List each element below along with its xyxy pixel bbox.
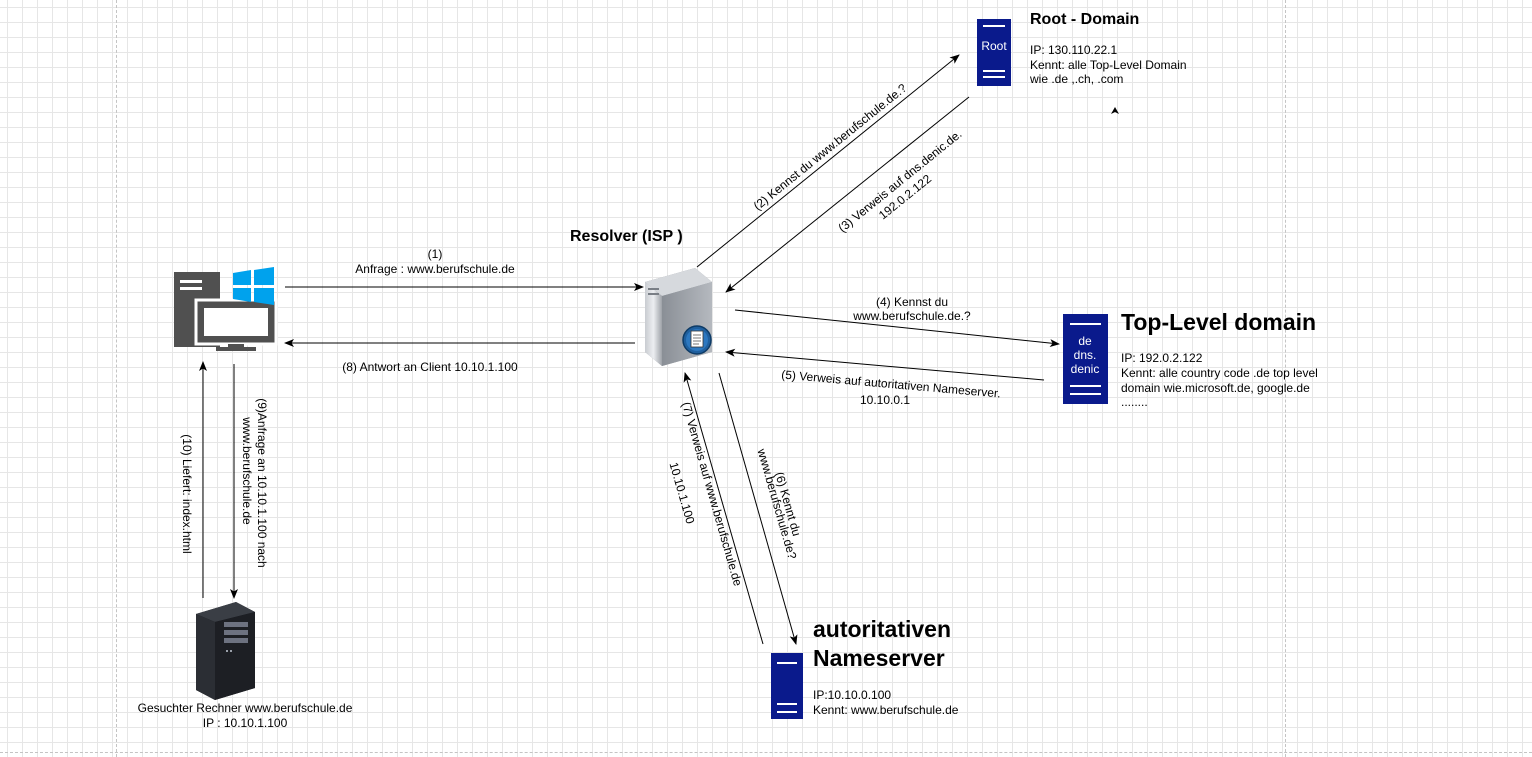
page-border-bottom bbox=[0, 752, 1532, 753]
arrow-2-resolver-to-root bbox=[696, 54, 960, 268]
step-8-label: (8) Antwort an Client 10.10.1.100 bbox=[342, 360, 518, 374]
auth-title-line-2: Nameserver bbox=[813, 645, 945, 671]
step-1-label-line-1: (1) bbox=[427, 247, 443, 261]
target-caption-line-1: Gesuchter Rechner www.berufschule.de bbox=[137, 701, 353, 715]
tld-ip: IP: 192.0.2.122 bbox=[1121, 351, 1203, 365]
root-info-line-2: wie .de ,.ch, .com bbox=[1030, 72, 1124, 86]
step-5-label-line-2: 10.10.0.1 bbox=[859, 393, 911, 407]
step-9-label-line-1: (9)Anfrage an 10.10.1.100 nach bbox=[255, 398, 269, 568]
resolver-title: Resolver (ISP ) bbox=[570, 228, 683, 245]
tld-info-line-3: ........ bbox=[1121, 395, 1148, 409]
step-4-label-line-2: www.berufschule.de.? bbox=[853, 309, 971, 323]
windows-logo-icon bbox=[233, 267, 274, 305]
page-border-left bbox=[116, 0, 117, 757]
step-1-label-line-2: Anfrage : www.berufschule.de bbox=[355, 262, 515, 276]
arrow-3-root-to-resolver bbox=[725, 96, 970, 293]
tld-server-icon: de dns. denic bbox=[1063, 314, 1108, 404]
arrow-6-resolver-to-auth bbox=[718, 372, 798, 645]
tld-info-line-2: domain wie.microsoft.de, google.de bbox=[1121, 381, 1310, 395]
root-server-label: Root bbox=[981, 39, 1007, 53]
root-server-icon: Root bbox=[977, 19, 1011, 86]
client-pc-icon bbox=[174, 267, 278, 351]
arrow-7-auth-to-resolver bbox=[683, 372, 764, 645]
root-title: Root - Domain bbox=[1030, 11, 1140, 28]
tld-info-line-1: Kennt: alle country code .de top level bbox=[1121, 366, 1318, 380]
auth-ip: IP:10.10.0.100 bbox=[813, 688, 892, 702]
tld-server-label-1: de bbox=[1078, 334, 1092, 348]
step-10-label: (10) Liefert: index.html bbox=[180, 434, 194, 554]
tld-title: Top-Level domain bbox=[1121, 309, 1317, 335]
page-border-right bbox=[1285, 0, 1286, 757]
arrow-4-resolver-to-tld bbox=[734, 309, 1060, 348]
auth-title-line-1: autoritativen bbox=[813, 616, 952, 642]
auth-info: Kennt: www.berufschule.de bbox=[813, 703, 959, 717]
resolver-server-icon bbox=[645, 268, 712, 366]
root-info-line-1: Kennt: alle Top-Level Domain bbox=[1030, 58, 1187, 72]
root-ip: IP: 130.110.22.1 bbox=[1030, 43, 1118, 57]
step-9-label-line-2: www.berufschule.de bbox=[240, 417, 254, 525]
stray-arrowhead bbox=[1111, 107, 1119, 114]
tld-server-label-2: dns. bbox=[1074, 348, 1097, 362]
target-server-icon bbox=[196, 602, 255, 700]
arrow-5-tld-to-resolver bbox=[725, 348, 1045, 381]
target-caption-line-2: IP : 10.10.1.100 bbox=[202, 716, 288, 730]
step-4-label-line-1: (4) Kennst du bbox=[875, 295, 949, 309]
tld-server-label-3: denic bbox=[1071, 362, 1100, 376]
auth-server-icon bbox=[771, 653, 803, 719]
